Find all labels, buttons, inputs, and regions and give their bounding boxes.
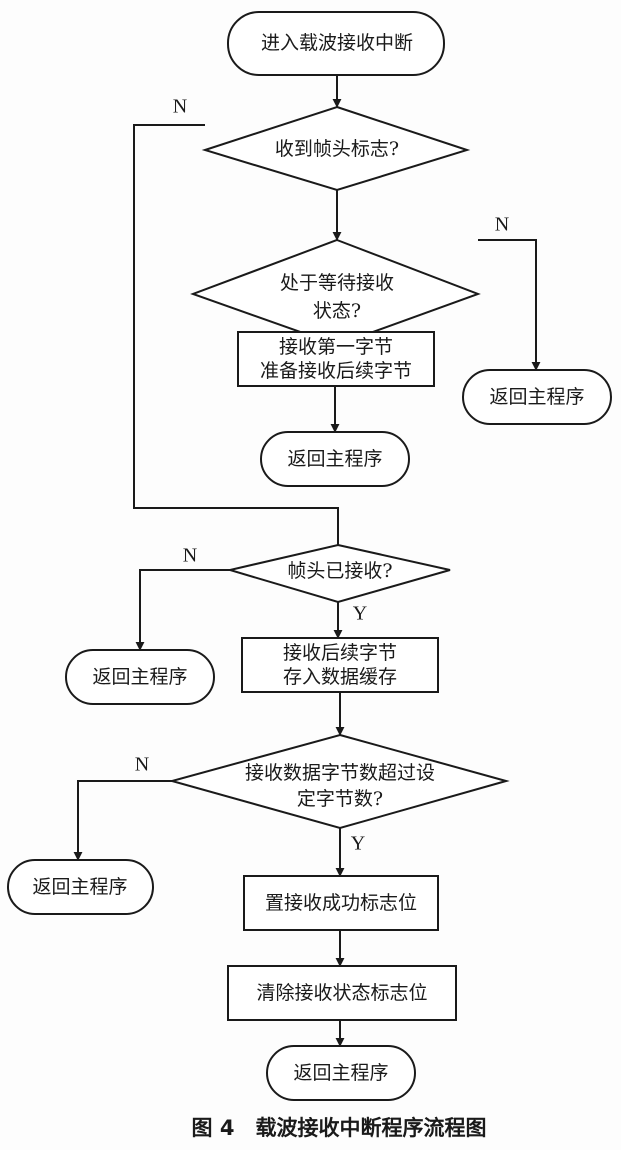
- edge-label-d4-no: N: [135, 754, 149, 776]
- edge-label-d2-no: N: [495, 214, 509, 236]
- node-process-receive-first-byte: 接收第一字节 准备接收后续字节: [237, 331, 435, 387]
- node-process-store-bytes: 接收后续字节 存入数据缓存: [241, 637, 439, 693]
- node-return-main-2: 返回主程序: [260, 431, 410, 487]
- node-p4-text: 清除接收状态标志位: [256, 982, 427, 1004]
- node-start-text: 进入载波接收中断: [261, 32, 413, 54]
- node-decision-byte-count: 接收数据字节数超过设 定字节数?: [168, 733, 510, 830]
- edge-d2-ret1: [478, 239, 541, 371]
- edge-label-d4-yes: Y: [351, 833, 365, 855]
- node-d2-text-line1: 处于等待接收: [280, 272, 394, 294]
- node-return-main-3: 返回主程序: [65, 649, 215, 705]
- node-d2-text-line2: 状态?: [313, 300, 361, 322]
- connectors: [73, 75, 541, 1047]
- edge-label-d3-no: N: [183, 545, 197, 567]
- node-p1-text-line2: 准备接收后续字节: [260, 360, 412, 382]
- node-p3-text: 置接收成功标志位: [265, 892, 417, 914]
- edge-d1-d3: [133, 124, 339, 545]
- edge-label-d1-no: N: [173, 96, 187, 118]
- node-p2-text-line1: 接收后续字节: [283, 642, 397, 664]
- edge-d4-ret4: [73, 780, 172, 861]
- node-d4-text-line1: 接收数据字节数超过设: [245, 762, 435, 784]
- node-ret4-text: 返回主程序: [32, 876, 127, 898]
- figure-caption: 图 4 载波接收中断程序流程图: [192, 1116, 487, 1140]
- node-p1-text-line1: 接收第一字节: [279, 336, 393, 358]
- node-decision-waiting-state: 处于等待接收 状态?: [190, 238, 481, 347]
- node-end: 返回主程序: [266, 1045, 416, 1101]
- node-p2-text-line2: 存入数据缓存: [283, 666, 397, 688]
- node-process-clear-status-flag: 清除接收状态标志位: [227, 965, 457, 1021]
- edge-label-d3-yes: Y: [353, 603, 367, 625]
- node-return-main-1: 返回主程序: [462, 369, 612, 425]
- node-process-set-success-flag: 置接收成功标志位: [243, 875, 439, 931]
- node-d1-text: 收到帧头标志?: [275, 138, 399, 160]
- node-d4-text-line2: 定字节数?: [297, 788, 383, 810]
- node-decision-frame-header-flag: 收到帧头标志?: [201, 105, 471, 192]
- node-ret1-text: 返回主程序: [489, 386, 584, 408]
- node-decision-header-received: 帧头已接收?: [226, 543, 451, 604]
- node-start: 进入载波接收中断: [227, 11, 445, 76]
- node-end-text: 返回主程序: [293, 1062, 388, 1084]
- node-ret2-text: 返回主程序: [287, 448, 382, 470]
- node-return-main-4: 返回主程序: [7, 859, 154, 915]
- edge-d3-ret3: [135, 569, 230, 651]
- node-ret3-text: 返回主程序: [92, 666, 187, 688]
- node-d3-text: 帧头已接收?: [287, 560, 392, 582]
